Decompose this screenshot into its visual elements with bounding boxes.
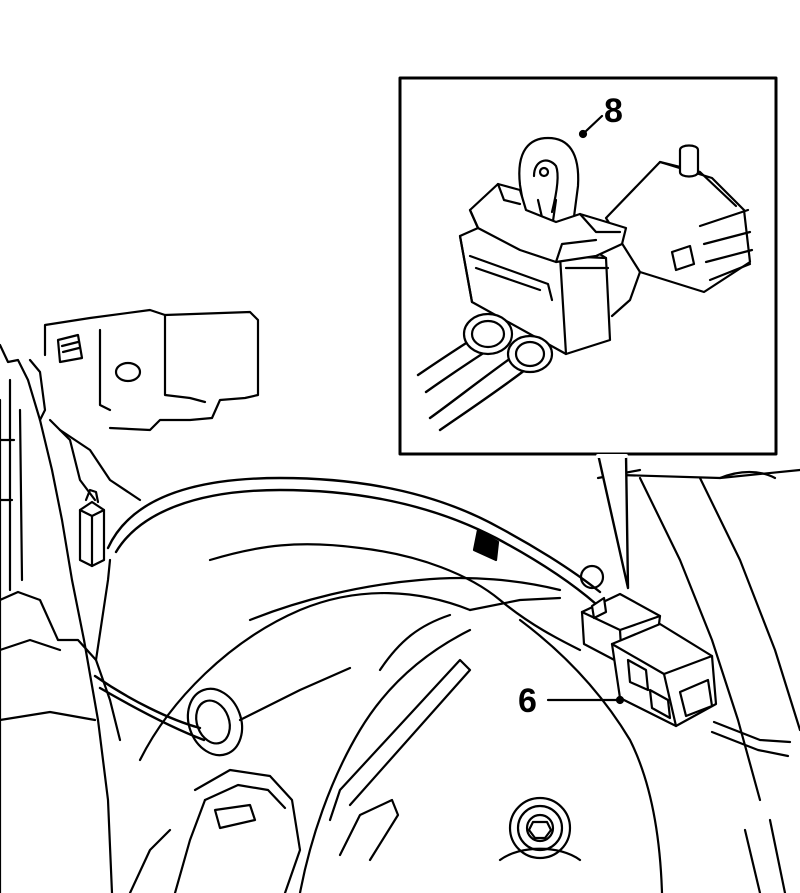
wiring-harness [93, 476, 792, 758]
callout-label-8: 8 [604, 92, 623, 130]
callout-leader-8 [578, 114, 604, 139]
callout-label-6: 6 [518, 682, 537, 720]
connector-6 [580, 592, 718, 728]
callout-leader-6 [546, 695, 625, 705]
detail-inset [398, 76, 778, 590]
